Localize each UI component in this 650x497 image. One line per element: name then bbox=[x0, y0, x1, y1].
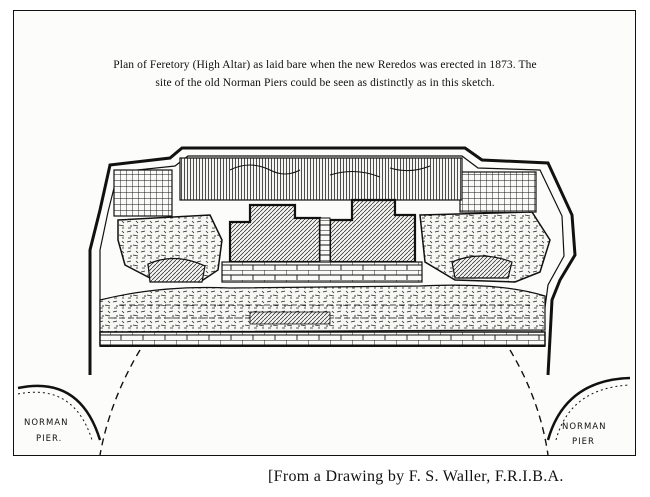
right-recess bbox=[451, 255, 513, 279]
dashed-arc-right bbox=[509, 349, 549, 456]
left-recess bbox=[147, 257, 206, 283]
centre-block-left bbox=[228, 203, 322, 264]
right-pier-label-line2: PIER bbox=[572, 437, 595, 447]
dashed-arc-left bbox=[99, 349, 141, 456]
right-pier-label-line1: NORMAN bbox=[562, 422, 607, 432]
left-pier-label-line2: PIER. bbox=[36, 434, 63, 444]
drawing-credit: [From a Drawing by F. S. Waller, F.R.I.B… bbox=[268, 468, 564, 485]
outer-wall bbox=[88, 146, 577, 376]
outer-wall-inner bbox=[99, 155, 565, 346]
left-pier-label-line1: NORMAN bbox=[24, 418, 69, 428]
brick-course bbox=[221, 261, 423, 283]
grid-panel-right bbox=[459, 171, 537, 213]
dark-patch bbox=[249, 311, 331, 325]
upper-band bbox=[179, 157, 463, 201]
plan-caption: Plan of Feretory (High Altar) as laid ba… bbox=[30, 56, 620, 92]
norman-pier-left bbox=[17, 384, 102, 441]
rubble-band bbox=[99, 284, 546, 333]
grid-panel-left bbox=[113, 169, 173, 217]
caption-line-1: Plan of Feretory (High Altar) as laid ba… bbox=[113, 59, 537, 71]
norman-pier-right bbox=[546, 376, 631, 441]
caption-line-2: site of the old Norman Piers could be se… bbox=[155, 77, 495, 89]
ashlar-row bbox=[99, 331, 546, 347]
block-divider bbox=[319, 217, 331, 263]
centre-block-right bbox=[328, 198, 417, 264]
